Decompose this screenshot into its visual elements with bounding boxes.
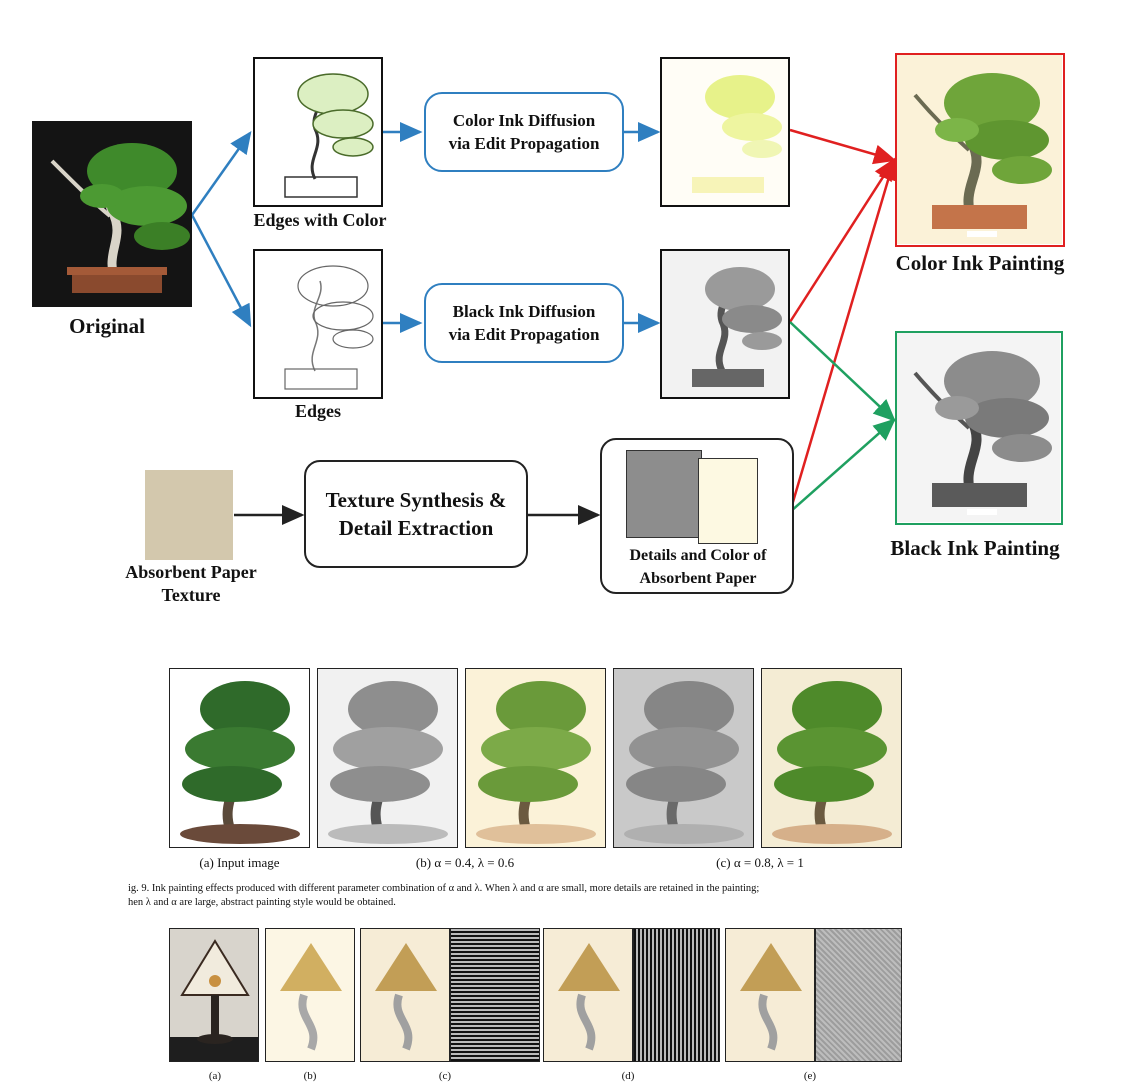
edges-label: Edges (294, 401, 341, 421)
fig10-pattern-vertical (633, 928, 720, 1062)
fig9-caption-a: (a) Input image (199, 855, 280, 870)
edges-with-color-image (253, 57, 383, 207)
fig10-result-c (360, 928, 450, 1062)
color-ink-painting-image (895, 53, 1065, 247)
paper-color-swatch (698, 458, 758, 544)
arrow-original-to-color-edges (190, 130, 252, 216)
fig9-caption-line-1: ig. 9. Ink painting effects produced wit… (128, 883, 760, 894)
details-and-color-box: Details and Color of Absorbent Paper (600, 438, 794, 594)
arrow-color-diffusion-to-color-painting (789, 128, 897, 165)
arrow-paper-to-color-painting (788, 157, 898, 513)
fig9-input-image (169, 668, 310, 848)
fig10-result-e (725, 928, 815, 1062)
fig9-caption-b: (b) α = 0.4, λ = 0.6 (415, 855, 515, 870)
paper-detail-swatch (626, 450, 702, 538)
edges-with-color-label: Edges with Color (253, 210, 387, 230)
fig10-caption-c: (c) (438, 1070, 452, 1082)
black-diffusion-result-image (660, 249, 790, 399)
fig9-result-2 (465, 668, 606, 848)
fig9-caption-line-2: hen λ and α are large, abstract painting… (128, 897, 396, 908)
original-bonsai-photo (32, 121, 192, 307)
black-ink-diffusion-box: Black Ink Diffusion via Edit Propagation (424, 283, 624, 363)
color-diffusion-result-image (660, 57, 790, 207)
fig10-pattern-horizontal (450, 928, 540, 1062)
arrow-original-to-edges (190, 214, 252, 328)
fig10-pattern-texture (815, 928, 902, 1062)
fig9-caption-c: (c) α = 0.8, λ = 1 (716, 855, 804, 870)
black-ink-painting-image (895, 331, 1063, 525)
absorbent-paper-label: Absorbent Paper Texture (125, 562, 257, 605)
fig10-caption-b: (b) (303, 1070, 317, 1082)
edges-image (253, 249, 383, 399)
texture-synthesis-box: Texture Synthesis & Detail Extraction (304, 460, 528, 568)
absorbent-paper-texture-image (145, 470, 233, 560)
fig10-caption-d: (d) (621, 1070, 635, 1082)
black-ink-painting-label: Black Ink Painting (890, 536, 1060, 560)
arrow-paper-to-black-painting (789, 418, 896, 513)
arrow-black-diffusion-to-black-painting (789, 321, 896, 422)
fig10-caption-a: (a) (208, 1070, 222, 1082)
fig10-result-d (543, 928, 633, 1062)
fig10-result-b (265, 928, 355, 1062)
details-and-color-label: Details and Color of Absorbent Paper (629, 547, 767, 587)
color-ink-diffusion-box: Color Ink Diffusion via Edit Propagation (424, 92, 624, 172)
color-ink-painting-label: Color Ink Painting (895, 251, 1065, 275)
fig9-result-3 (613, 668, 754, 848)
fig9-result-4 (761, 668, 902, 848)
fig9-result-1 (317, 668, 458, 848)
arrow-black-diffusion-to-color-painting (788, 157, 896, 323)
original-label: Original (69, 314, 145, 338)
fig10-caption-e: (e) (803, 1070, 817, 1082)
fig10-input-lamp (169, 928, 259, 1062)
